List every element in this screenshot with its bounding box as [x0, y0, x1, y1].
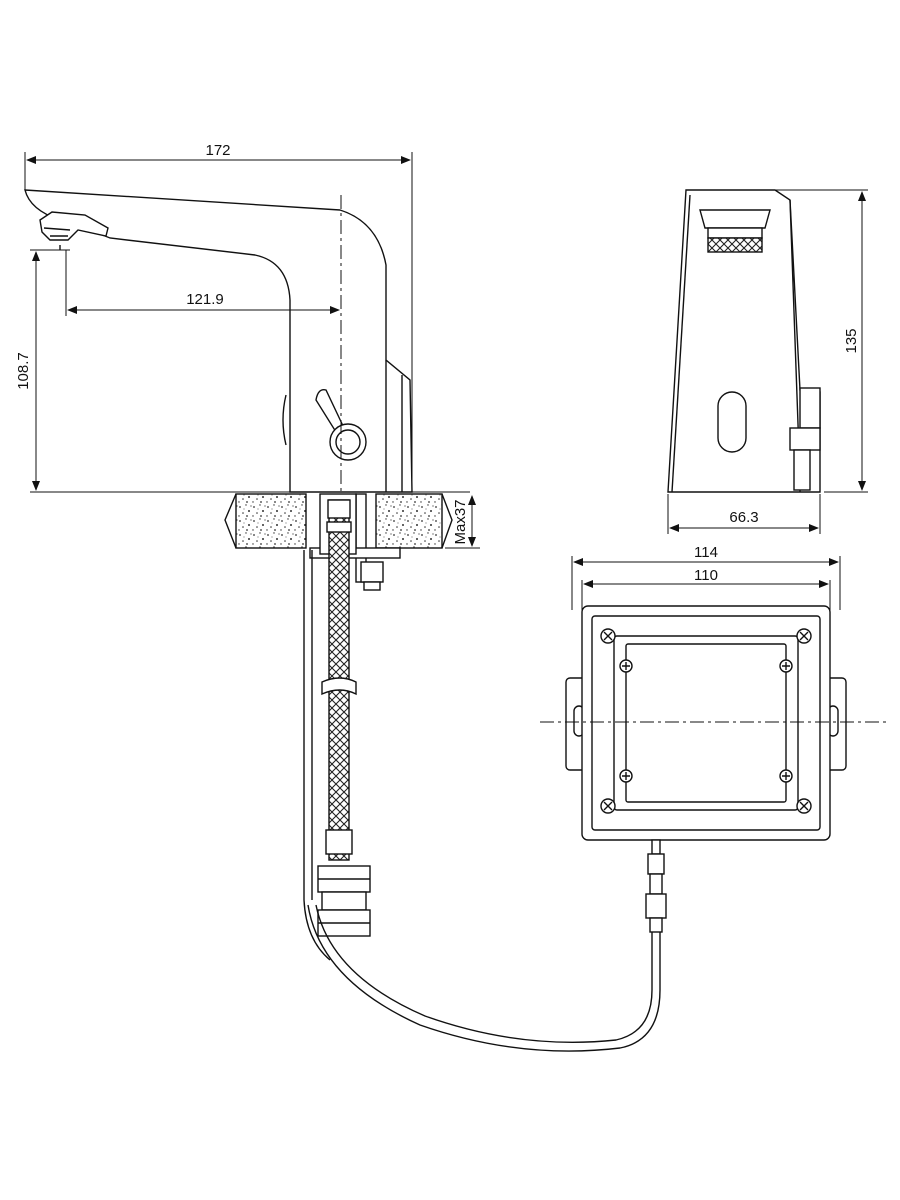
front-view: 135 66.3: [667, 189, 868, 534]
dim-label-172: 172: [205, 142, 230, 159]
front-aerator: [699, 209, 771, 253]
box-screws: [600, 628, 812, 814]
dim-label-110: 110: [694, 567, 718, 584]
dimension-box-inner: 110: [581, 567, 831, 610]
sensor-cable-tube: [303, 550, 331, 961]
dim-label-108-7: 108.7: [15, 352, 32, 390]
dim-label-max37: Max37: [452, 499, 469, 544]
dim-label-135: 135: [843, 328, 860, 353]
dim-label-114: 114: [694, 544, 718, 561]
sensor-cable: [307, 904, 661, 1052]
faucet-spout-body: [24, 189, 413, 493]
spout-aerator: [39, 211, 109, 250]
dimension-spout-reach: 121.9: [65, 250, 340, 316]
dimension-side-height: 108.7: [15, 249, 470, 493]
front-lever: [789, 387, 821, 491]
box-cable-connector: [645, 839, 667, 933]
dimension-box-outer: 114: [571, 544, 841, 610]
dim-label-121-9: 121.9: [186, 291, 224, 308]
front-sensor-window: [717, 391, 747, 453]
dimension-front-base: 66.3: [667, 494, 821, 534]
box-lid: [613, 635, 799, 811]
dimension-front-height: 135: [690, 189, 868, 493]
side-view: 172 121.9: [15, 142, 661, 1052]
braided-supply-hose: [317, 499, 371, 937]
side-sensor-window: [282, 394, 287, 446]
dim-label-66-3: 66.3: [729, 509, 758, 526]
countertop-section: [224, 493, 453, 549]
control-box-view: 114 110: [540, 544, 888, 933]
dimension-overall-length: 172: [24, 142, 413, 490]
dimension-max-thickness: Max37: [445, 495, 480, 549]
